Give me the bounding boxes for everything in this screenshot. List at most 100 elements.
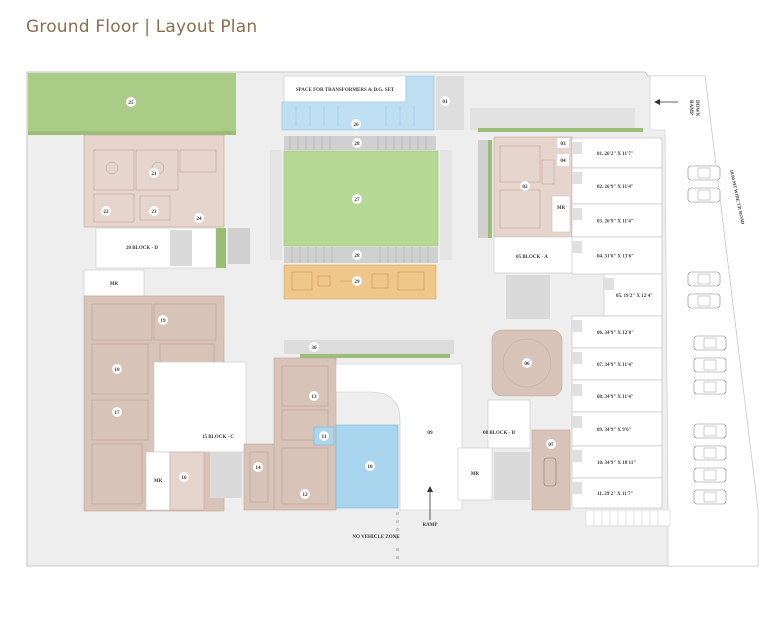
path-left <box>270 150 282 260</box>
svg-text:28: 28 <box>354 253 360 259</box>
walkway-30 <box>284 340 454 354</box>
path-right <box>440 150 452 260</box>
car-windshield <box>697 273 711 285</box>
clubhouse-circle <box>502 338 552 388</box>
tag-01: 01 <box>440 96 450 106</box>
pool-26 <box>281 75 435 131</box>
shop-6 <box>571 315 663 349</box>
svg-text:14: 14 <box>255 465 261 471</box>
mr-label-a: MR <box>557 206 566 211</box>
ramp-top-arrowhead <box>654 99 660 105</box>
shop-6-toilet <box>572 320 582 332</box>
shop-7 <box>571 347 663 381</box>
tag-06: 06 <box>522 358 532 368</box>
tag-28-top: 28 <box>352 138 362 148</box>
block-d-core <box>95 227 217 269</box>
hedge-a <box>488 140 492 238</box>
tag-14: 14 <box>253 462 263 472</box>
stall-lines <box>593 510 659 526</box>
tag-16: 16 <box>179 472 189 482</box>
parked-car <box>687 293 721 309</box>
car-07 <box>543 457 557 487</box>
block-d-label: 20 BLOCK - D <box>126 246 158 251</box>
tag-18: 18 <box>112 364 122 374</box>
block-a-furniture <box>499 145 555 229</box>
tag-26: 26 <box>351 119 361 129</box>
shop-1-label: 01. 26'2" X 11'7" <box>597 152 634 157</box>
tag-09: 09 <box>425 427 435 437</box>
block-b-mr <box>457 447 493 501</box>
driveway-09 <box>335 363 463 511</box>
tag-21: 21 <box>149 168 159 178</box>
pergola-hatch-bottom <box>291 247 429 263</box>
svg-text:09: 09 <box>427 430 433 436</box>
hedge-top-right <box>478 128 643 132</box>
shop-7-toilet <box>572 352 582 364</box>
svg-text:23: 23 <box>151 209 157 215</box>
car-windshield <box>697 167 711 179</box>
shop-11-toilet <box>572 482 582 494</box>
parked-car <box>687 165 721 181</box>
shop-9-label: 09. 34'9" X 9'6" <box>597 428 632 433</box>
shop-5-label: 05. 19'2" X 12'4" <box>616 294 653 299</box>
tag-12: 12 <box>300 489 310 499</box>
shop-2-toilet <box>572 172 582 184</box>
svg-text:12: 12 <box>302 492 308 498</box>
svg-text:17: 17 <box>114 410 120 416</box>
tag-19: 19 <box>158 315 168 325</box>
shop-4-label: 04. 31'6" X 13'6" <box>597 255 634 260</box>
svg-text:19: 19 <box>160 318 166 324</box>
parked-car <box>693 335 727 351</box>
tag-25: 25 <box>126 97 136 107</box>
tag-27: 27 <box>352 194 362 204</box>
svg-text:01: 01 <box>442 99 448 105</box>
shop-10-label: 10. 34'9" X 10'11" <box>597 461 636 466</box>
no-vehicle-label: NO VEHICLE ZONE <box>352 535 400 540</box>
shop-5-toilet <box>604 278 614 290</box>
parked-car <box>687 271 721 287</box>
block-c-mr <box>145 451 171 511</box>
shop-1-toilet <box>572 142 582 154</box>
tag-28-bottom: 28 <box>352 250 362 260</box>
svg-text:22: 22 <box>103 209 109 215</box>
parked-car <box>693 445 727 461</box>
block-a-stairs <box>506 275 550 319</box>
pool-lanes <box>295 106 415 126</box>
svg-text:29: 29 <box>354 279 360 285</box>
tag-23: 23 <box>149 206 159 216</box>
svg-text:02: 02 <box>522 184 528 190</box>
svg-text:16: 16 <box>181 475 187 481</box>
block-c-core <box>153 361 247 453</box>
mr-label-d: MR <box>110 282 119 287</box>
mr-label-c: MR <box>154 479 163 484</box>
block-b-core <box>487 399 531 449</box>
tag-02: 02 <box>520 181 530 191</box>
car-windshield <box>703 381 717 393</box>
block-c-furniture <box>91 303 217 505</box>
shop-11-label: 11. 29'2" X 11'7" <box>597 492 634 497</box>
transformer-label: SPACE FOR TRANSFORMERS & D.G. SET <box>296 88 395 93</box>
parked-car <box>693 489 727 505</box>
svg-text:13: 13 <box>311 394 317 400</box>
shop-7-label: 07. 34'9" X 11'4" <box>597 363 634 368</box>
svg-text:25: 25 <box>128 100 134 106</box>
shop-10-toilet <box>572 450 582 462</box>
pergola-hatch-top <box>289 136 427 150</box>
hedge-d <box>216 228 226 268</box>
svg-text:24: 24 <box>196 216 202 222</box>
road-cars <box>687 165 727 505</box>
shop-10 <box>571 445 663 479</box>
shop-3 <box>571 203 663 238</box>
bollards <box>396 512 399 559</box>
tag-04: 04 <box>557 154 569 166</box>
top-corridor <box>470 108 635 130</box>
unit-14 <box>243 443 275 511</box>
shop-6-label: 06. 34'9" X 12'8" <box>597 331 634 336</box>
ramp-arrowhead <box>427 486 433 492</box>
hedge-30 <box>300 354 450 358</box>
shop-4-toilet <box>572 241 582 253</box>
svg-text:04: 04 <box>560 158 566 164</box>
block-d-mr <box>83 269 145 297</box>
shop-4 <box>571 236 663 275</box>
